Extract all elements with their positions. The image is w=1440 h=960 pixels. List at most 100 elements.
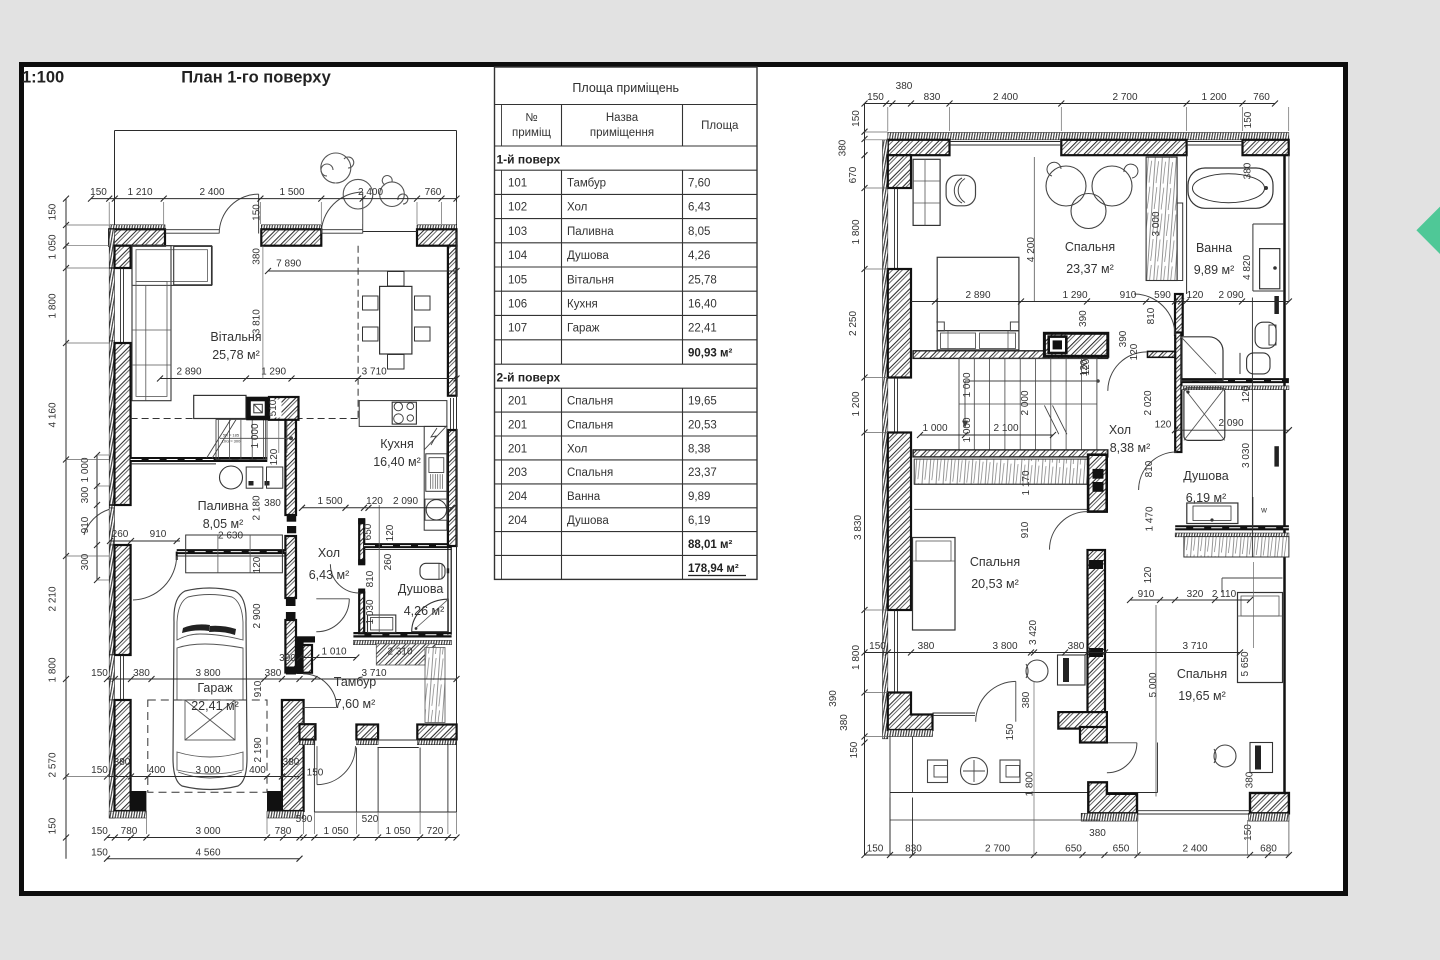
svg-text:20,53 м²: 20,53 м² [971,577,1019,591]
svg-text:120: 120 [252,556,263,573]
svg-text:Ванна: Ванна [1196,241,1232,255]
svg-text:3 710: 3 710 [361,668,386,679]
svg-text:101: 101 [508,178,527,190]
svg-text:2 090: 2 090 [1218,290,1243,301]
svg-text:Хол: Хол [567,443,587,455]
svg-text:5 650: 5 650 [1240,651,1251,676]
svg-text:910: 910 [1120,290,1137,301]
svg-text:380: 380 [114,757,131,768]
svg-text:2 700: 2 700 [985,844,1010,855]
svg-text:1 290: 1 290 [1062,290,1087,301]
svg-text:380: 380 [264,498,281,509]
svg-text:300: 300 [80,486,91,503]
svg-text:1 210: 1 210 [127,187,152,198]
svg-text:4 560: 4 560 [195,848,220,859]
svg-text:120: 120 [1187,290,1204,301]
svg-text:6,43 м²: 6,43 м² [309,568,350,582]
svg-text:Хол: Хол [1109,423,1131,437]
svg-text:120: 120 [1155,420,1172,431]
svg-text:2 250: 2 250 [848,311,859,336]
svg-text:9,89 м²: 9,89 м² [1194,263,1235,277]
svg-text:650: 650 [1113,844,1130,855]
svg-text:Ванна: Ванна [567,491,601,503]
svg-text:390: 390 [828,690,839,707]
svg-text:19,65: 19,65 [688,396,717,408]
svg-text:Спальня: Спальня [970,555,1020,569]
svg-text:120: 120 [385,524,396,541]
svg-text:390: 390 [1078,310,1089,327]
svg-text:приміщ: приміщ [512,127,552,139]
svg-text:4 160: 4 160 [48,402,59,427]
svg-text:3 830: 3 830 [853,515,864,540]
svg-text:810: 810 [1146,307,1157,324]
svg-text:830: 830 [905,844,922,855]
svg-text:204: 204 [508,491,528,503]
svg-text:5 000: 5 000 [1148,672,1159,697]
svg-text:150: 150 [867,844,884,855]
svg-text:9,89: 9,89 [688,491,710,503]
svg-text:2 020: 2 020 [1143,390,1154,415]
svg-text:w: w [1260,506,1267,515]
svg-text:Хол: Хол [567,202,587,214]
svg-text:780: 780 [275,826,292,837]
svg-text:910: 910 [150,529,167,540]
svg-text:1 050: 1 050 [323,826,348,837]
svg-text:1-й поверх: 1-й поверх [497,153,561,167]
svg-text:6,43: 6,43 [688,202,710,214]
svg-text:380: 380 [1245,771,1256,788]
svg-text:1 500: 1 500 [279,187,304,198]
svg-text:8,38: 8,38 [688,443,710,455]
svg-text:150: 150 [252,204,263,221]
svg-text:105: 105 [508,274,527,286]
svg-text:25,78: 25,78 [688,274,717,286]
svg-text:380: 380 [1089,828,1106,839]
svg-text:8,05 м²: 8,05 м² [203,517,244,531]
svg-text:120: 120 [1079,359,1090,376]
svg-text:Кухня: Кухня [380,437,413,451]
svg-text:910: 910 [1138,589,1155,600]
svg-text:25,78 м²: 25,78 м² [212,348,260,362]
svg-text:120: 120 [366,496,383,507]
svg-text:19,65 м²: 19,65 м² [1178,689,1226,703]
svg-text:2 570: 2 570 [48,752,59,777]
svg-text:260: 260 [112,529,129,540]
svg-text:680: 680 [1260,844,1277,855]
svg-text:201: 201 [508,443,527,455]
svg-text:Спальня: Спальня [567,467,613,479]
svg-text:88,01 м²: 88,01 м² [688,539,732,551]
svg-text:Хол: Хол [318,546,340,560]
svg-text:2 110: 2 110 [1212,589,1237,600]
svg-text:2 100: 2 100 [993,423,1018,434]
svg-text:23,37: 23,37 [688,467,717,479]
svg-text:910: 910 [80,516,91,533]
svg-text:3 030: 3 030 [1241,443,1252,468]
svg-text:380: 380 [896,81,913,92]
svg-text:№: № [525,112,537,124]
svg-text:1 010: 1 010 [321,647,346,658]
svg-text:Площа: Площа [701,120,739,132]
svg-text:150: 150 [867,92,884,103]
svg-text:2 180: 2 180 [251,495,262,520]
svg-text:150: 150 [91,848,108,859]
svg-text:830: 830 [924,92,941,103]
svg-text:7,60 м²: 7,60 м² [335,697,376,711]
svg-text:7,60: 7,60 [688,178,710,190]
svg-text:2 400: 2 400 [358,187,383,198]
svg-text:Паливна: Паливна [567,226,614,238]
svg-text:120: 120 [1129,343,1140,360]
svg-text:7 890: 7 890 [276,259,301,270]
svg-text:178,94 м²: 178,94 м² [688,563,739,575]
svg-text:1 800: 1 800 [851,645,862,670]
svg-text:1 170: 1 170 [1021,470,1032,495]
svg-text:2 900: 2 900 [252,603,263,628]
svg-text:1:100: 1:100 [22,69,64,87]
svg-text:204: 204 [508,515,528,527]
svg-text:150: 150 [851,110,862,127]
svg-text:20,53: 20,53 [688,419,717,431]
svg-text:1 290: 1 290 [261,367,286,378]
svg-text:22,41: 22,41 [688,323,717,335]
svg-text:Душова: Душова [1183,469,1228,483]
svg-text:380: 380 [1243,162,1254,179]
svg-text:2 090: 2 090 [1218,418,1243,429]
svg-text:150: 150 [1005,723,1016,740]
